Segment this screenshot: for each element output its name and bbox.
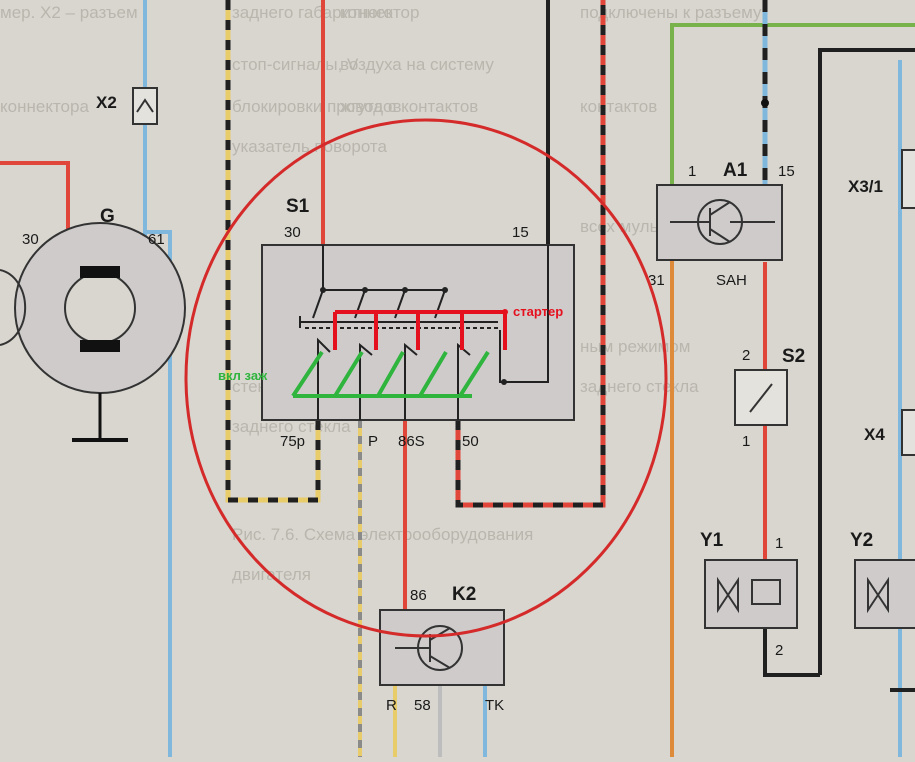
label-x3-1: X3/1 [848,177,883,196]
bg-text-line: коннектора [0,97,89,116]
terminal-g61: 61 [148,231,165,248]
wire-green-top [670,23,915,185]
terminal-a1-1: 1 [688,163,696,180]
label-x2: X2 [96,93,117,112]
label-k2: K2 [452,584,476,605]
bg-text-line: мер. Х2 – разъем [0,3,138,22]
wire-black-right [818,48,915,675]
bg-text-line: заднего стекла [232,417,351,436]
connector-x4: X4 [864,409,915,456]
terminal-s1-p: P [368,433,378,450]
terminal-k2-r: R [386,697,397,714]
label-y1: Y1 [700,530,724,551]
terminal-s1-30: 30 [284,224,301,241]
terminal-s1-50: 50 [462,433,479,450]
generator-brush-top [80,266,120,278]
terminal-k2-86: 86 [410,587,427,604]
switch-contacts [299,245,549,420]
bg-text-line: заднего габаритного [232,3,393,22]
terminal-y1-1: 1 [775,535,783,552]
terminal-a1-sah: SAH [716,272,747,289]
wire-red-g30 [0,161,70,240]
highlight-ellipse [184,118,668,638]
bg-text-line: контактов [580,97,657,116]
annotation-ignition: вкл заж [218,350,490,398]
partial-component-left [0,269,27,346]
valve-y2: Y2 [850,530,915,629]
terminal-s2-1: 1 [742,433,750,450]
wire-blue-x2 [143,0,172,757]
connector-x2: X2 [96,87,158,125]
connector-chevron-icon [136,98,154,113]
label-a1: A1 [723,160,748,181]
terminal-s1-15: 15 [512,224,529,241]
module-a1: A1 1 15 31 SAH [648,99,795,289]
switch-icon [749,383,773,413]
bg-text-line: жгута с контактов [340,97,478,116]
terminal-y1-2: 2 [775,642,783,659]
bg-text-line: заднего стекла [580,377,699,396]
terminal-s2-2: 2 [742,347,750,364]
bg-text-line: Рис. 7.6. Схема электрооборудования [232,525,533,544]
generator-g: G 30 61 [0,206,186,442]
label-s1: S1 [286,196,310,217]
generator-brush-bottom [80,340,120,352]
label-x4: X4 [864,425,885,444]
valve-icon [867,576,889,614]
bg-text-line: блокировки проводов [232,97,402,116]
label-y2: Y2 [850,530,873,551]
terminal-k2-58: 58 [414,697,431,714]
terminal-s1-75p: 75p [280,433,305,450]
terminal-g30: 30 [22,231,39,248]
valve-y1: Y1 1 2 [700,530,798,659]
annotation-starter: стартер [333,304,563,350]
relay-k2: K2 86 R 58 TK [379,584,505,714]
bg-text-line: указатель поворота [232,137,388,156]
annotation-starter-text: стартер [513,304,563,319]
switch-s2: S2 2 1 [734,346,805,450]
coil-icon [751,579,781,605]
terminal-a1-31: 31 [648,272,665,289]
annotation-ignition-text: вкл заж [218,368,268,383]
bg-text-line: коннектор [340,3,419,22]
wire-red-black-50-dash [455,0,606,508]
bg-text-line: воздуха на систему [340,55,494,74]
label-s2: S2 [782,346,805,367]
connector-x3-1: X3/1 [848,149,915,209]
valve-icon [717,576,739,614]
wire-yellow-black-75p-dash [225,0,321,503]
terminal-s1-86s: 86S [398,433,425,450]
terminal-k2-tk: TK [485,697,504,714]
bg-text-line: подключены к разъему [580,3,762,22]
wire-black-y1-2 [763,625,820,677]
terminal-a1-15: 15 [778,163,795,180]
bg-text-line: стоп-сигналы, V [232,55,359,74]
label-g: G [100,206,115,227]
